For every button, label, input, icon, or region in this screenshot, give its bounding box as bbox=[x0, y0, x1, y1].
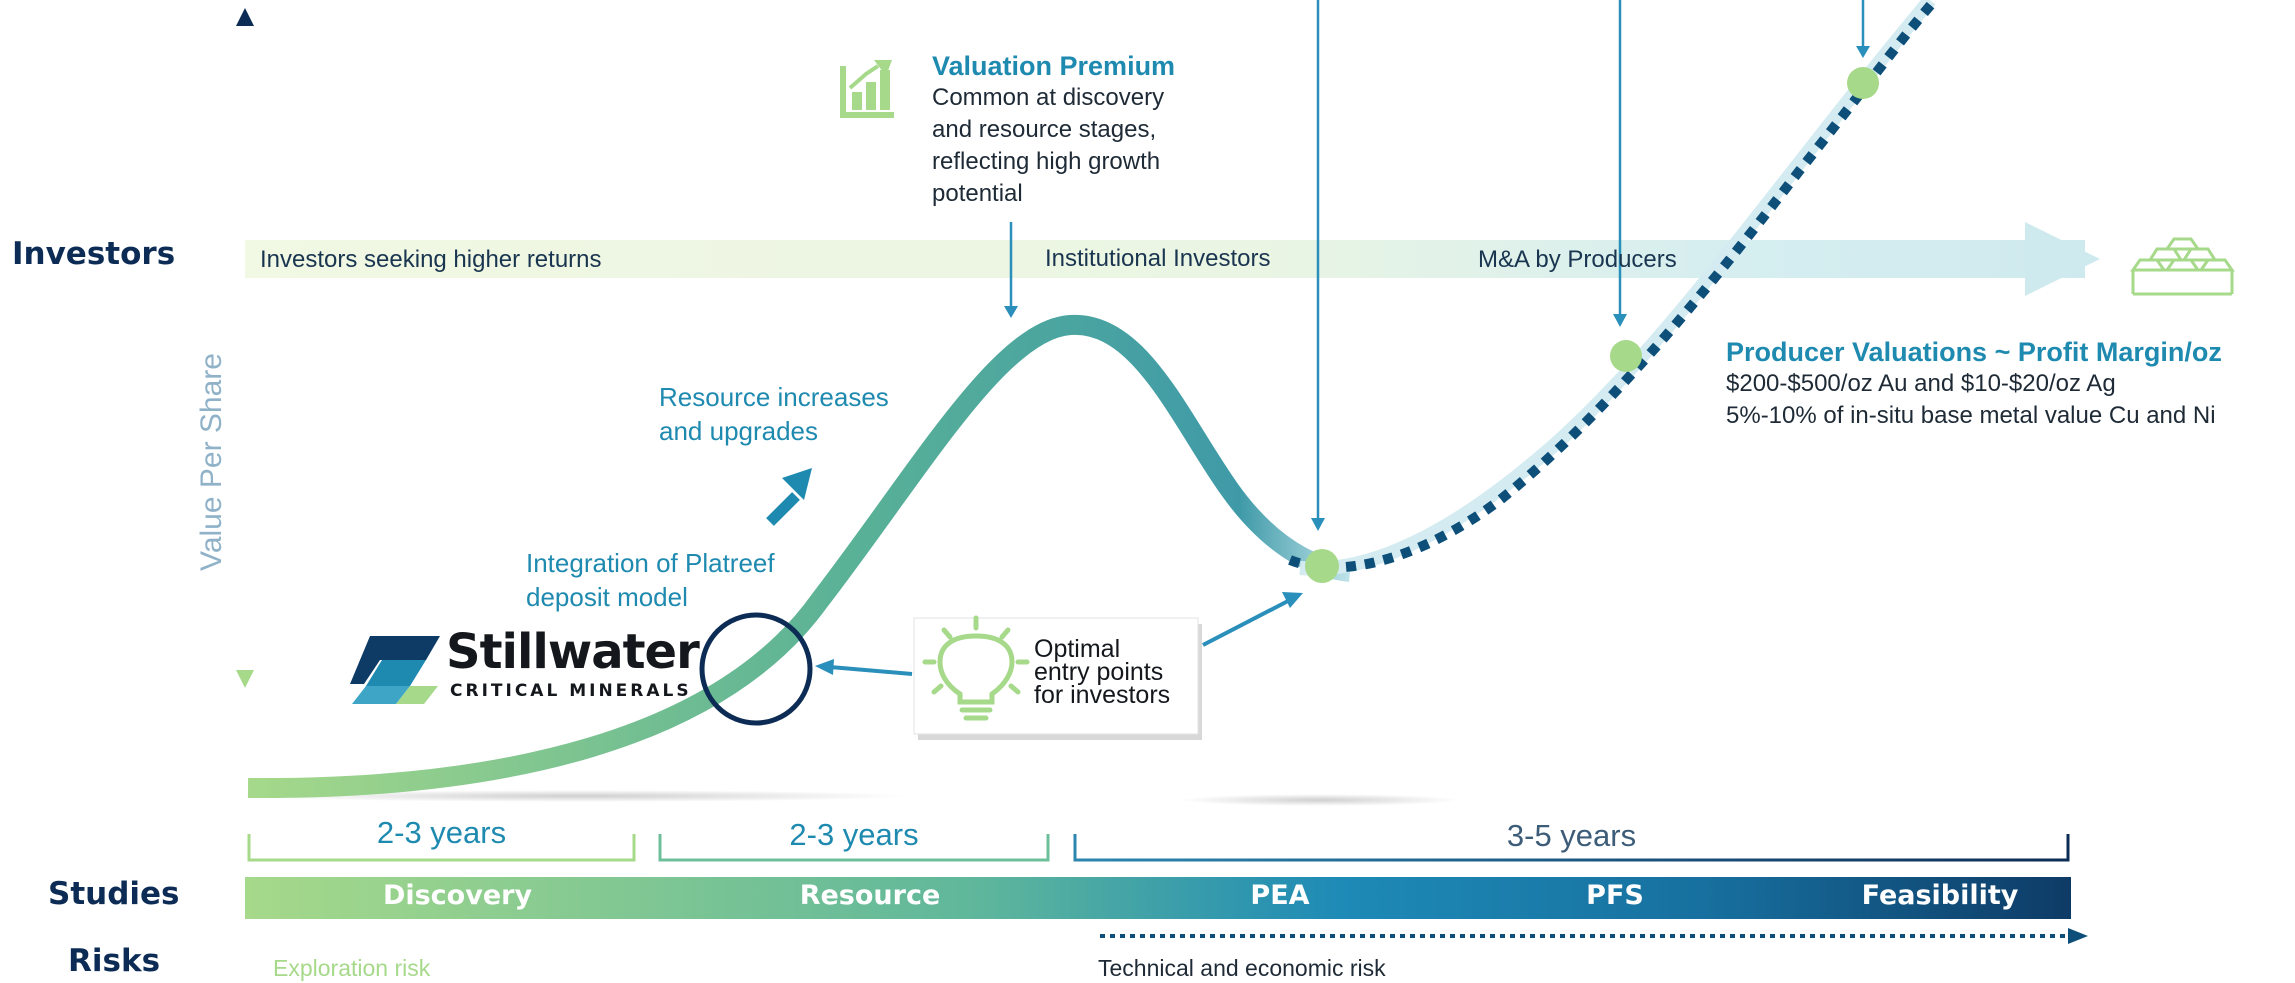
value-curve bbox=[247, 314, 1352, 799]
logo-subtitle: CRITICAL MINERALS bbox=[450, 681, 692, 701]
dotted-curve-underlay bbox=[1299, 0, 1936, 576]
duration-discovery: 2-3 years bbox=[376, 815, 507, 850]
entry-point-marker-pea bbox=[1305, 549, 1339, 583]
risk-arrow-head bbox=[2068, 928, 2088, 944]
integration-line-1: Integration of Platreef bbox=[526, 548, 775, 578]
stage-pea: PEA bbox=[1250, 880, 1310, 911]
circle-highlight-icon bbox=[699, 612, 813, 726]
producer-title: Producer Valuations ~ Profit Margin/oz bbox=[1726, 337, 2222, 367]
investor-band-arrow bbox=[2025, 222, 2100, 296]
entry-point-marker-pfs bbox=[1610, 340, 1642, 372]
stage-resource: Resource bbox=[799, 880, 941, 911]
y-axis-label: Value Per Share bbox=[195, 353, 228, 571]
row-label-studies: Studies bbox=[48, 876, 180, 912]
row-label-investors: Investors bbox=[12, 236, 176, 272]
resource-arrow bbox=[766, 492, 800, 526]
entry-box-line-1: Optimal bbox=[1034, 635, 1121, 663]
y-axis-arrow-up bbox=[236, 8, 254, 26]
producer-line-1: $200-$500/oz Au and $10-$20/oz Ag bbox=[1726, 370, 2116, 397]
risk-technical-economic: Technical and economic risk bbox=[1098, 955, 1386, 981]
entry-point-marker-feasibility bbox=[1847, 67, 1879, 99]
producer-line-2: 5%-10% of in-situ base metal value Cu an… bbox=[1726, 402, 2216, 429]
integration-line-2: deposit model bbox=[526, 582, 688, 612]
resource-increase-line-2: and upgrades bbox=[659, 416, 819, 446]
gold-bars-icon bbox=[2130, 237, 2235, 296]
investor-band-right: M&A by Producers bbox=[1478, 246, 1677, 273]
investor-band bbox=[245, 240, 2085, 278]
resource-increase-line-1: Resource increases bbox=[659, 382, 889, 412]
producer-valuations: Producer Valuations ~ Profit Margin/oz $… bbox=[1726, 336, 2222, 432]
stillwater-logo-mark bbox=[350, 636, 440, 704]
valuation-premium: Valuation Premium Common at discovery an… bbox=[932, 50, 1175, 210]
row-label-risks: Risks bbox=[68, 943, 161, 979]
investor-band-middle: Institutional Investors bbox=[1045, 245, 1271, 272]
stage-discovery: Discovery bbox=[382, 880, 533, 911]
entry-arrow-right bbox=[1202, 599, 1289, 647]
stage-bar bbox=[245, 877, 2071, 919]
valuation-premium-line-3: reflecting high growth bbox=[932, 148, 1161, 175]
duration-studies: 3-5 years bbox=[1506, 818, 1637, 853]
curve-shadow-left bbox=[250, 790, 910, 802]
logo-name: Stillwater bbox=[446, 624, 700, 680]
curve-shadow-right bbox=[1180, 794, 1460, 806]
entry-box-text: Optimal entry points for investors bbox=[1034, 635, 1171, 709]
entry-box-line-2: entry points bbox=[1034, 658, 1164, 686]
investor-band-left: Investors seeking higher returns bbox=[260, 246, 602, 273]
valuation-premium-line-4: potential bbox=[932, 180, 1023, 207]
risk-exploration: Exploration risk bbox=[273, 955, 431, 981]
stage-feasibility: Feasibility bbox=[1861, 880, 2019, 911]
duration-brackets bbox=[247, 834, 2070, 862]
valuation-premium-line-2: and resource stages, bbox=[932, 116, 1157, 143]
growth-chart-icon bbox=[840, 60, 894, 118]
pointer-lines bbox=[1004, 0, 1870, 531]
entry-box-line-3: for investors bbox=[1034, 681, 1171, 709]
integration-note: Integration of Platreef deposit model bbox=[526, 546, 775, 614]
valuation-premium-line-1: Common at discovery bbox=[932, 84, 1165, 111]
entry-arrow-left bbox=[829, 665, 913, 676]
dotted-curve bbox=[1288, 0, 1939, 573]
valuation-premium-title: Valuation Premium bbox=[932, 51, 1176, 81]
lightbulb-icon bbox=[922, 615, 1030, 721]
stage-pfs: PFS bbox=[1586, 880, 1644, 911]
duration-resource: 2-3 years bbox=[789, 817, 919, 852]
resource-increase-note: Resource increases and upgrades bbox=[659, 380, 889, 448]
y-axis-arrow-down bbox=[236, 670, 254, 688]
